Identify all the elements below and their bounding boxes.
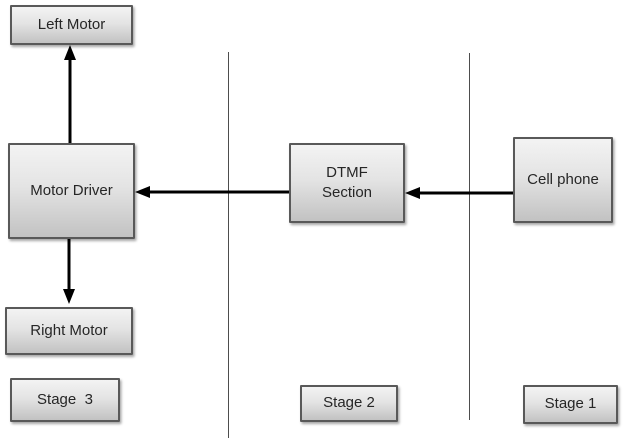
stage-2-label: Stage 2	[323, 394, 375, 412]
motor-driver-box: Motor Driver	[8, 143, 135, 239]
right-motor-label: Right Motor	[30, 321, 108, 339]
stage-1-box: Stage 1	[523, 385, 618, 424]
arrow-dtmf-to-motor-driver	[135, 186, 289, 198]
arrow-cell-phone-to-dtmf	[405, 187, 513, 199]
motor-driver-label: Motor Driver	[30, 181, 113, 199]
left-motor-box: Left Motor	[10, 5, 133, 45]
arrow-motor-driver-to-right-motor	[63, 239, 75, 304]
stage-3-label: Stage 3	[37, 390, 93, 408]
left-motor-label: Left Motor	[37, 15, 106, 33]
right-motor-box: Right Motor	[5, 307, 133, 355]
stage-divider-right	[469, 53, 470, 420]
stage-divider-left	[228, 52, 229, 438]
stage-1-label: Stage 1	[544, 395, 597, 413]
cell-phone-label: Cell phone	[527, 170, 599, 188]
arrow-motor-driver-to-left-motor	[64, 45, 76, 143]
stage-2-box: Stage 2	[300, 385, 398, 422]
dtmf-section-box: DTMF Section	[289, 143, 405, 223]
dtmf-section-label: DTMF Section	[321, 163, 373, 201]
stage-3-box: Stage 3	[10, 378, 120, 422]
cell-phone-box: Cell phone	[513, 137, 613, 223]
